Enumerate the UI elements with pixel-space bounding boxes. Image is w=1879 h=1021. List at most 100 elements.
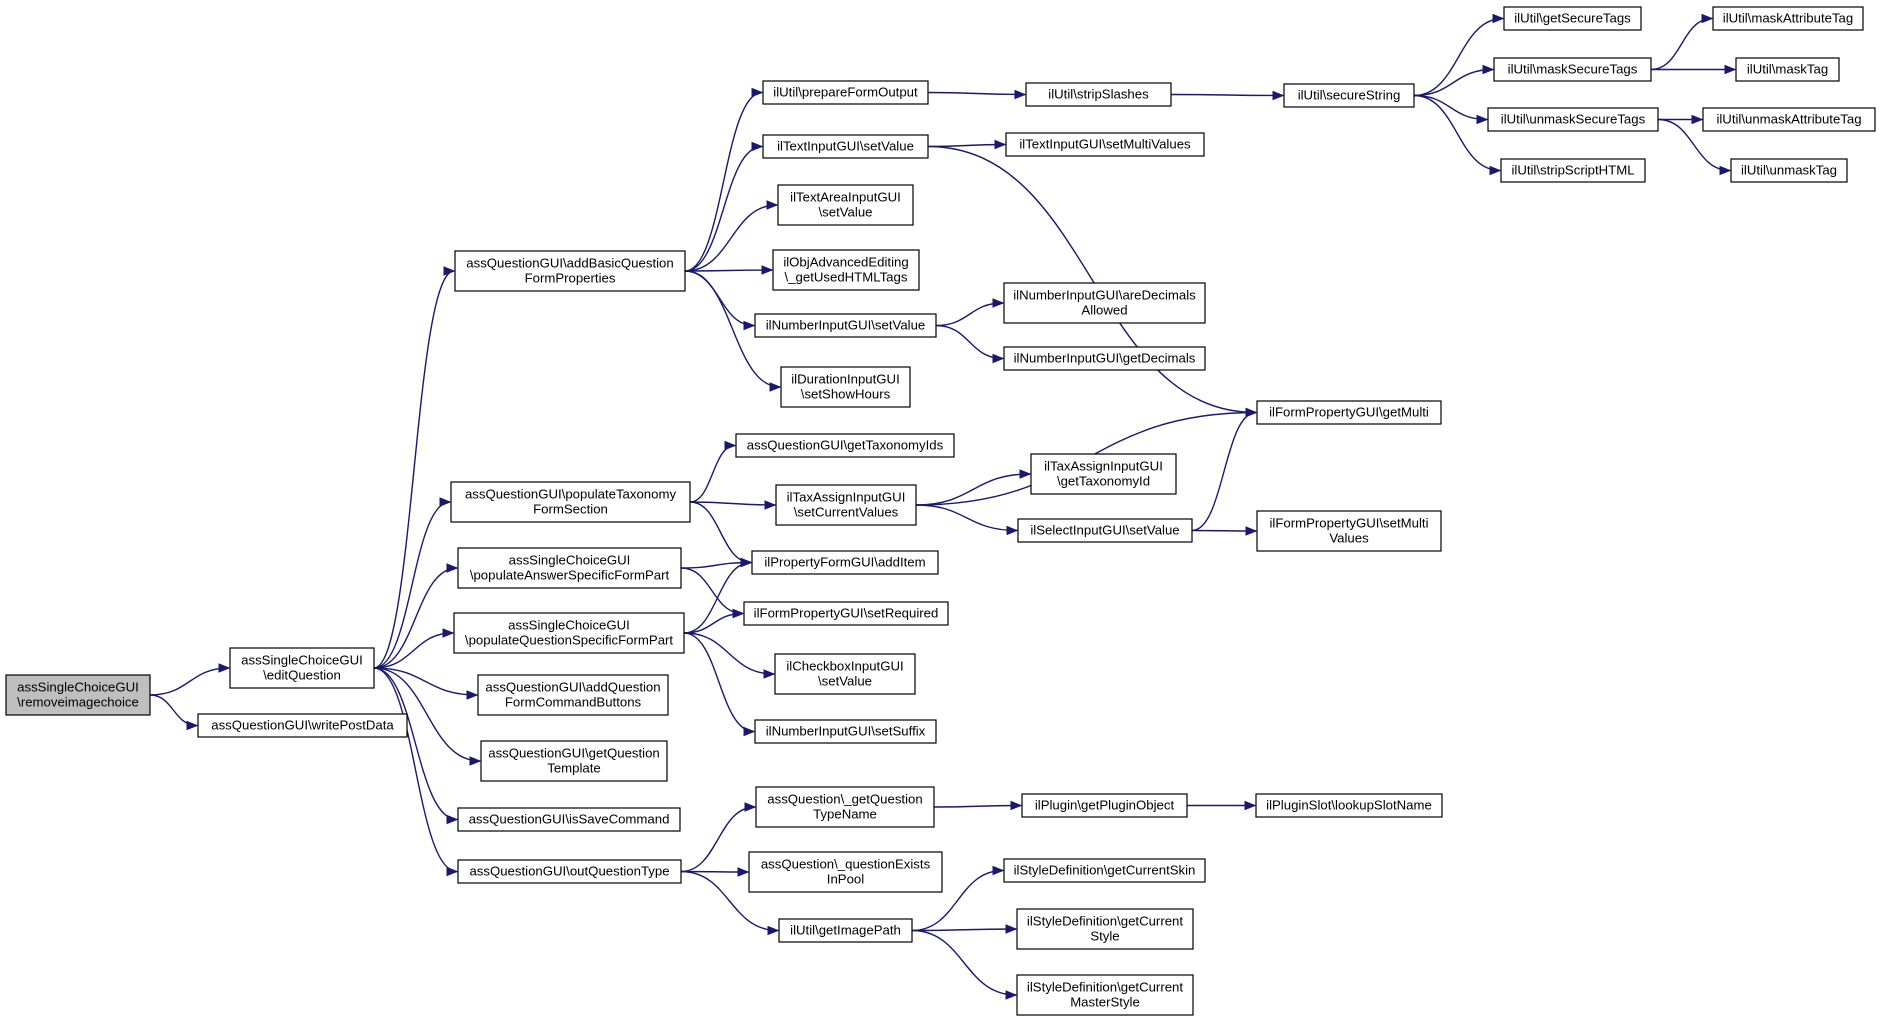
edge-n25-to-n35 — [911, 929, 1018, 1000]
function-node[interactable]: ilNumberInputGUI\setSuffix — [754, 719, 937, 744]
function-node[interactable]: ilDurationInputGUI\setShowHours — [780, 366, 911, 408]
node-label: TypeName — [813, 807, 877, 822]
edge-n41-to-n44 — [1650, 13, 1714, 71]
function-node[interactable]: ilFormPropertyGUI\getMulti — [1256, 400, 1442, 425]
function-node[interactable]: ilUtil\secureString — [1283, 83, 1415, 108]
edge-n6-to-n19 — [683, 557, 753, 634]
function-node[interactable]: ilNumberInputGUI\setValue — [754, 313, 937, 338]
function-node[interactable]: assQuestionGUI\writePostData — [197, 713, 408, 738]
node-box — [480, 740, 668, 782]
function-node[interactable]: ilUtil\maskTag — [1735, 57, 1840, 82]
edge-arrowhead — [1244, 800, 1257, 811]
function-node[interactable]: assQuestionGUI\getTaxonomyIds — [735, 433, 955, 458]
edge-arrowhead — [992, 865, 1005, 876]
root-function-node[interactable]: assSingleChoiceGUI\removeimagechoice — [5, 674, 151, 716]
node-label: assQuestionGUI\getTaxonomyIds — [747, 438, 944, 453]
edge-line — [149, 667, 230, 696]
function-node[interactable]: ilUtil\unmaskSecureTags — [1487, 107, 1659, 132]
function-node[interactable]: assQuestionGUI\addBasicQuestionFormPrope… — [454, 250, 686, 292]
node-box — [743, 601, 949, 626]
function-node[interactable]: ilStyleDefinition\getCurrentSkin — [1003, 858, 1206, 883]
edge-line — [1413, 17, 1504, 97]
function-node[interactable]: ilTextInputGUI\setValue — [762, 134, 929, 159]
node-box — [762, 134, 929, 159]
edge-line — [683, 561, 752, 634]
edge-arrowhead — [1724, 64, 1737, 75]
node-box — [1016, 908, 1194, 950]
node-label: ilSelectInputGUI\setValue — [1030, 523, 1179, 538]
edge-n4-to-n19 — [689, 501, 753, 568]
function-node[interactable]: assSingleChoiceGUI\editQuestion — [229, 647, 375, 689]
node-label: ilUtil\unmaskTag — [1741, 163, 1837, 178]
function-node[interactable]: ilFormPropertyGUI\setMultiValues — [1256, 510, 1442, 552]
node-label: FormProperties — [525, 271, 616, 286]
function-node[interactable]: ilUtil\stripSlashes — [1025, 82, 1172, 107]
function-node[interactable]: ilUtil\getImagePath — [778, 918, 913, 943]
function-node[interactable]: ilUtil\unmaskTag — [1730, 158, 1848, 183]
function-node[interactable]: ilCheckboxInputGUI\setValue — [774, 653, 916, 695]
function-node[interactable]: ilUtil\maskAttributeTag — [1712, 6, 1864, 31]
function-node[interactable]: ilPluginSlot\lookupSlotName — [1255, 793, 1443, 818]
edge-n0-to-n2 — [149, 694, 199, 731]
function-node[interactable]: ilUtil\prepareFormOutput — [762, 80, 929, 105]
edge-line — [689, 501, 752, 564]
function-node[interactable]: ilPropertyFormGUI\addItem — [751, 550, 939, 575]
edge-arrowhead — [1691, 114, 1704, 125]
function-node[interactable]: assSingleChoiceGUI\populateQuestionSpeci… — [453, 612, 685, 654]
node-label: \setValue — [818, 674, 872, 689]
node-box — [1735, 57, 1840, 82]
function-node[interactable]: ilUtil\stripScriptHTML — [1500, 158, 1646, 183]
node-label: \setShowHours — [801, 387, 891, 402]
edge-arrowhead — [737, 867, 750, 877]
node-label: assQuestion\_questionExists — [761, 857, 931, 872]
node-label: assQuestionGUI\outQuestionType — [469, 864, 669, 879]
node-box — [762, 80, 929, 105]
edge-arrowhead — [732, 608, 745, 619]
node-box — [755, 786, 935, 828]
function-node[interactable]: assSingleChoiceGUI\populateAnswerSpecifi… — [457, 547, 682, 589]
edge-line — [927, 91, 1026, 96]
function-node[interactable]: ilPlugin\getPluginObject — [1021, 793, 1188, 818]
function-node[interactable]: ilTextInputGUI\setMultiValues — [1005, 132, 1205, 157]
edge-n23-to-n32 — [933, 800, 1023, 811]
function-node[interactable]: ilUtil\getSecureTags — [1503, 6, 1642, 31]
function-node[interactable]: assQuestionGUI\outQuestionType — [457, 859, 682, 884]
function-node[interactable]: assQuestionGUI\populateTaxonomyFormSecti… — [450, 481, 691, 523]
function-node[interactable]: ilTaxAssignInputGUI\getTaxonomyId — [1030, 453, 1177, 495]
node-box — [453, 612, 685, 654]
edge-arrowhead — [769, 382, 782, 392]
function-node[interactable]: ilTaxAssignInputGUI\setCurrentValues — [775, 484, 917, 526]
node-label: ilTaxAssignInputGUI — [1044, 459, 1163, 474]
node-label: ilPropertyFormGUI\addItem — [764, 555, 925, 570]
function-node[interactable]: ilObjAdvancedEditing\_getUsedHTMLTags — [772, 249, 920, 291]
node-label: assQuestionGUI\populateTaxonomy — [465, 487, 677, 502]
node-label: ilNumberInputGUI\getDecimals — [1014, 351, 1196, 366]
function-node[interactable]: ilFormPropertyGUI\setRequired — [743, 601, 949, 626]
edge-line — [373, 667, 478, 696]
edge-arrowhead — [1014, 89, 1027, 100]
edge-arrowhead — [439, 497, 452, 507]
function-node[interactable]: assQuestionGUI\addQuestionFormCommandBut… — [477, 674, 669, 716]
edge-line — [373, 632, 454, 669]
edge-line — [684, 270, 755, 327]
function-node[interactable]: ilSelectInputGUI\setValue — [1017, 518, 1193, 543]
edge-line — [1170, 93, 1284, 97]
edge-arrowhead — [743, 726, 756, 737]
node-box — [1256, 400, 1442, 425]
node-box — [1003, 282, 1206, 324]
function-node[interactable]: ilUtil\unmaskAttributeTag — [1702, 107, 1876, 132]
function-node[interactable]: ilNumberInputGUI\getDecimals — [1003, 346, 1206, 371]
node-label: ilTextAreaInputGUI — [790, 190, 901, 205]
function-node[interactable]: ilTextAreaInputGUI\setValue — [777, 184, 914, 226]
function-node[interactable]: assQuestionGUI\isSaveCommand — [457, 807, 681, 832]
node-label: assQuestionGUI\addQuestion — [485, 680, 660, 695]
edge-arrowhead — [994, 139, 1007, 150]
edge-n0-to-n1 — [149, 663, 231, 696]
function-node[interactable]: ilUtil\maskSecureTags — [1493, 57, 1652, 82]
